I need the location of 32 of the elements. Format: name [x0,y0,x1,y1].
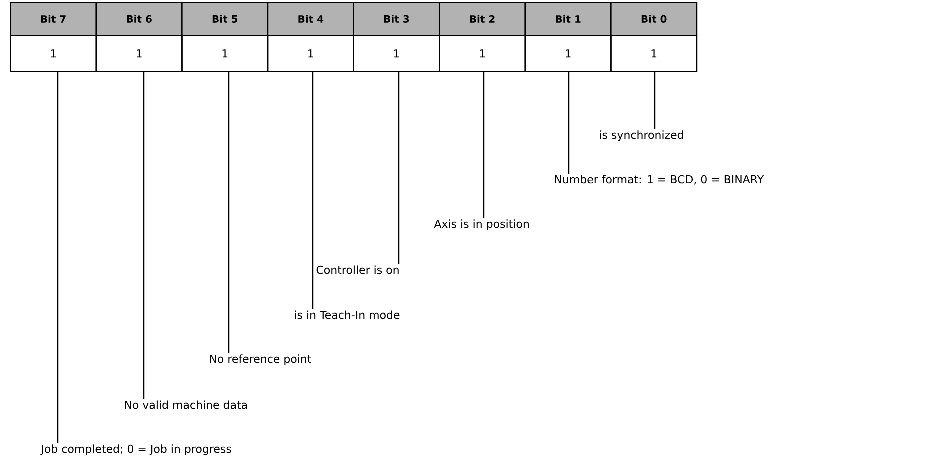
value-cell: 1 [439,35,526,72]
header-cell: Bit 3 [353,2,440,36]
header-cell: Bit 1 [524,2,612,36]
header-cell: Bit 0 [610,2,698,36]
bit-description: Axis is in position [434,220,529,230]
bit-description: Number format: 1 = BCD, 0 = BINARY [555,175,764,185]
header-cell: Bit 2 [439,2,526,36]
leader-line [398,72,400,265]
bit-description: Controller is on [316,266,399,274]
header-cell: Bit 4 [267,2,354,36]
bit-description: No reference point [210,354,312,366]
bit-description: is in Teach-In mode [295,310,400,320]
value-cell: 1 [96,35,183,72]
value-cell: 1 [524,35,612,72]
value-cell: 1 [353,35,440,72]
header-cell: Bit 7 [10,2,98,36]
value-cell: 1 [10,35,98,72]
leader-line [312,72,314,310]
value-cell: 1 [182,35,269,72]
leader-line [654,72,656,130]
leader-line [483,72,485,218]
bit-description: Job completed; 0 = Job in progress [40,444,232,456]
header-cell: Bit 6 [96,2,183,36]
leader-line [143,72,145,400]
leader-line [228,72,230,354]
bit-description: No valid machine data [125,400,248,410]
leader-line [57,72,59,444]
leader-line [568,72,570,174]
value-cell: 1 [267,35,354,72]
header-cell: Bit 5 [182,2,269,36]
value-cell: 1 [610,35,698,72]
bit-description: is synchronized [600,130,684,142]
